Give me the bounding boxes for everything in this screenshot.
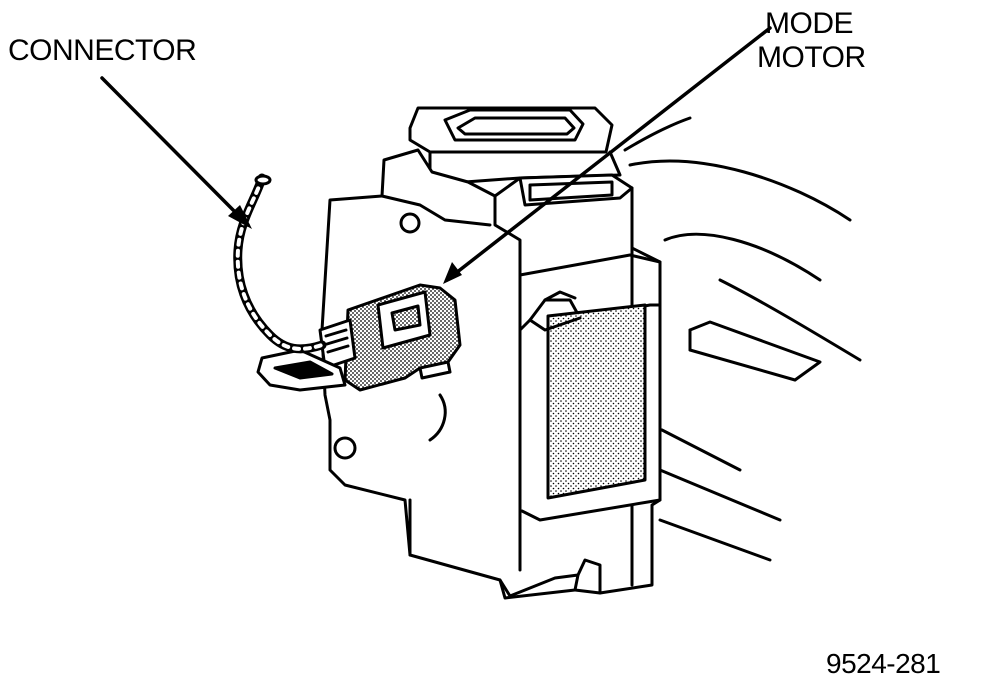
mode-motor: [343, 283, 462, 392]
connector-leader-line: [100, 76, 250, 227]
mode-motor-arrowhead: [443, 262, 462, 284]
leader-arrows: [100, 26, 772, 282]
wire-connector-plug: [256, 318, 357, 392]
mode-motor-leader-line: [445, 26, 772, 282]
mode-motor-label-line2: MOTOR: [757, 41, 866, 74]
figure-number: 9524-281: [826, 648, 941, 679]
mode-motor-label-line1: MODE: [765, 7, 854, 40]
connector-label: CONNECTOR: [8, 34, 197, 67]
connector-arrowhead: [228, 205, 252, 229]
background-ductwork: [623, 116, 862, 562]
access-panel: [518, 290, 662, 522]
wire-harness: [233, 173, 327, 354]
top-air-outlet: [408, 106, 622, 184]
